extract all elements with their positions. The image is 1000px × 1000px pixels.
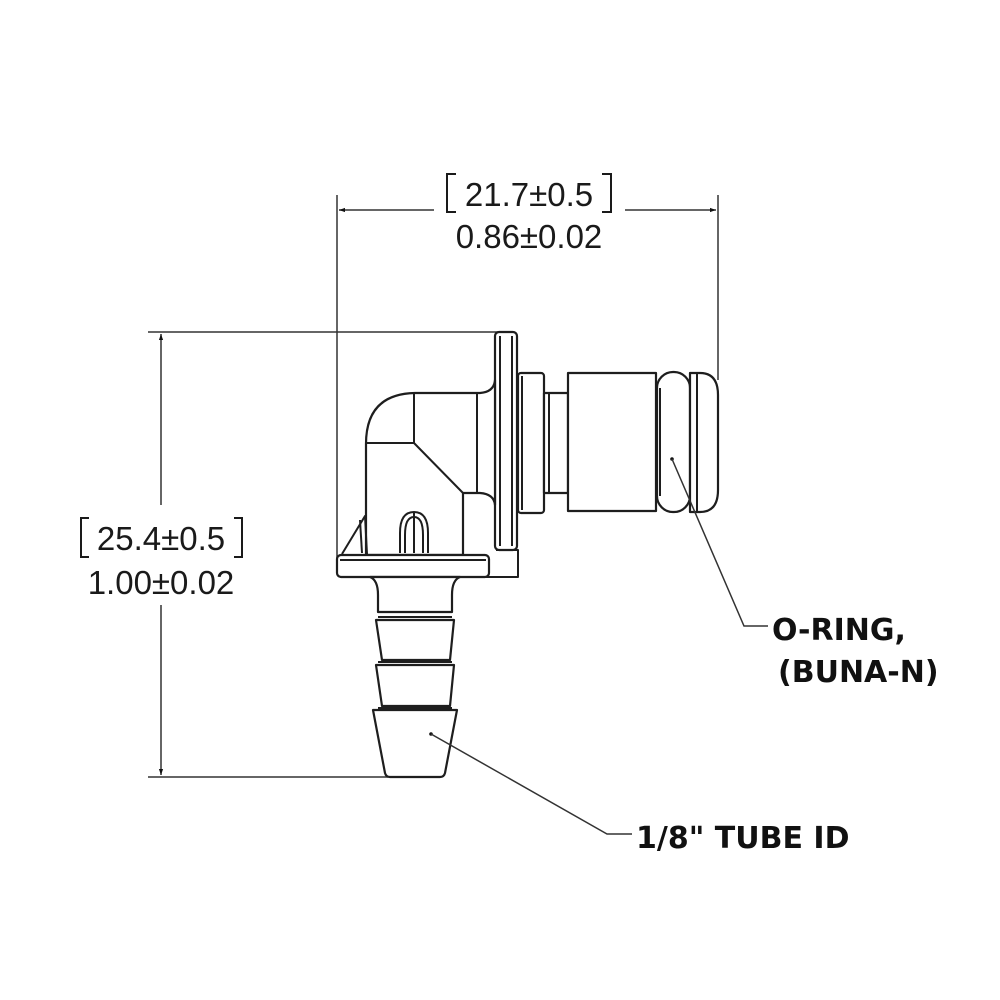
tube-leader-line: [430, 733, 632, 835]
width-imperial-value: 0.86±0.02: [456, 218, 603, 255]
vertical-flange: [493, 330, 519, 552]
height-imperial-value: 1.00±0.02: [88, 564, 235, 601]
stem-neck: [542, 391, 570, 495]
height-metric-bracket-right: [234, 517, 243, 558]
barb-ridge-1: [374, 618, 456, 662]
base-plate: [335, 553, 491, 579]
height-metric-bracket-left: [80, 517, 89, 558]
barb-neck: [368, 575, 462, 614]
elbow-chamfer: [413, 442, 464, 494]
gusset-line: [359, 519, 363, 554]
tube-callout: 1/8" TUBE ID: [429, 732, 849, 856]
width-metric-value: 21.7±0.5: [465, 176, 593, 213]
width-dimension: 21.7±0.5 0.86±0.02: [336, 173, 719, 570]
oring-callout: O-RING, (BUNA-N): [670, 457, 939, 690]
height-dimension: 25.4±0.5 1.00±0.02: [80, 331, 500, 778]
end-cap: [688, 371, 720, 514]
height-metric-value: 25.4±0.5: [97, 520, 225, 557]
width-metric-bracket-right: [602, 173, 612, 213]
elbow-body: [364, 378, 497, 557]
tube-label: 1/8" TUBE ID: [636, 821, 849, 856]
oring-label-line2: (BUNA-N): [778, 655, 939, 690]
oring-label-line1: O-RING,: [772, 613, 906, 648]
barb-ridge-2: [374, 663, 456, 708]
gusset: [341, 515, 368, 555]
elbow-fitting: [335, 330, 720, 779]
width-metric-bracket-left: [446, 173, 456, 213]
main-cylinder: [566, 371, 658, 513]
barb-tip: [371, 708, 459, 779]
oring-leader-line: [671, 458, 768, 627]
